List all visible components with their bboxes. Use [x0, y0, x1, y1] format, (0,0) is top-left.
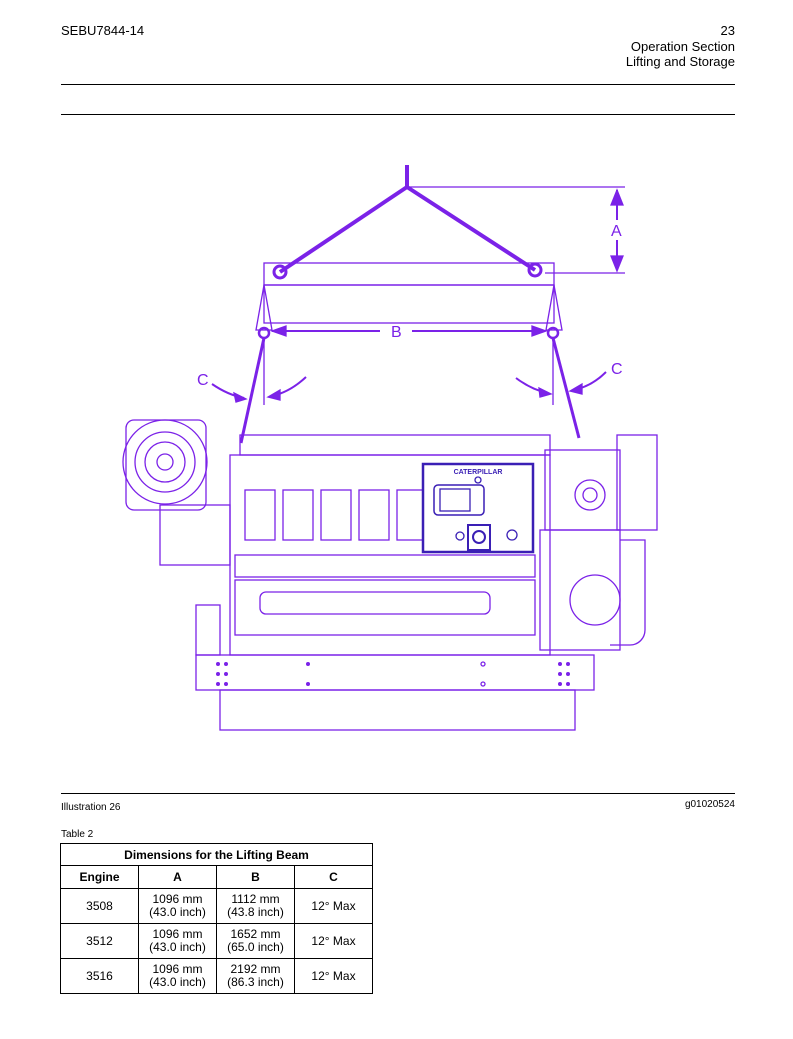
cylinder-heads [244, 489, 428, 541]
dimension-a: A [407, 186, 625, 274]
angle-c-left: C [197, 372, 307, 403]
a-mm: 1096 mm [152, 962, 203, 976]
c-cell: 12° Max [294, 958, 373, 994]
column-header: B [216, 865, 295, 889]
b-mm: 1112 mm [231, 892, 280, 906]
a-cell: 1096 mm(43.0 inch) [138, 923, 217, 959]
b-cell: 1112 mm(43.8 inch) [216, 888, 295, 924]
lifting-sling [278, 165, 537, 274]
header-rule-2 [61, 114, 735, 115]
document-id: SEBU7844-14 [61, 23, 145, 38]
lifting-illustration: A B C C [122, 165, 658, 731]
angle-c-right: C [515, 361, 623, 398]
engine-drawing [122, 419, 658, 731]
engine-cell: 3516 [60, 958, 139, 994]
table-row: 3512 1096 mm(43.0 inch) 1652 mm(65.0 inc… [60, 923, 373, 959]
table-row: 3516 1096 mm(43.0 inch) 2192 mm(86.3 inc… [60, 958, 373, 994]
label-a: A [611, 223, 622, 240]
b-inch: (86.3 inch) [227, 975, 284, 989]
label-b: B [391, 324, 402, 341]
control-panel: CATERPILLAR [421, 462, 535, 554]
c-cell: 12° Max [294, 888, 373, 924]
illustration-caption: Illustration 26 [61, 802, 121, 813]
a-cell: 1096 mm(43.0 inch) [138, 958, 217, 994]
dimension-b: B [270, 324, 548, 341]
table-row: 3508 1096 mm(43.0 inch) 1112 mm(43.8 inc… [60, 888, 373, 924]
table-label: Table 2 [61, 829, 94, 840]
caption-rule [61, 793, 735, 794]
a-mm: 1096 mm [152, 927, 203, 941]
lifting-beam [255, 262, 563, 340]
lifting-beam-table: Dimensions for the Lifting Beam Engine A… [60, 843, 373, 994]
a-mm: 1096 mm [152, 892, 203, 906]
b-mm: 1652 mm [230, 927, 281, 941]
b-cell: 2192 mm(86.3 inch) [216, 958, 295, 994]
table-title: Dimensions for the Lifting Beam [60, 843, 373, 866]
engine-cell: 3512 [60, 923, 139, 959]
b-inch: (65.0 inch) [227, 940, 284, 954]
label-c-left: C [197, 372, 209, 389]
c-cell: 12° Max [294, 923, 373, 959]
column-header: C [294, 865, 373, 889]
b-mm: 2192 mm [230, 962, 281, 976]
label-c-right: C [611, 361, 623, 378]
panel-brand: CATERPILLAR [454, 469, 503, 476]
lifting-chains [239, 337, 581, 444]
a-inch: (43.0 inch) [149, 940, 206, 954]
column-header: A [138, 865, 217, 889]
a-cell: 1096 mm(43.0 inch) [138, 888, 217, 924]
header-rule [61, 84, 735, 85]
graphic-id: g01020524 [684, 799, 735, 810]
b-inch: (43.8 inch) [227, 905, 284, 919]
page-header-right: 23 Operation Section Lifting and Storage [626, 23, 735, 70]
page-number: 23 [720, 23, 735, 38]
a-inch: (43.0 inch) [149, 975, 206, 989]
subsection-title: Lifting and Storage [625, 54, 735, 69]
column-header: Engine [60, 865, 139, 889]
a-inch: (43.0 inch) [149, 905, 206, 919]
engine-cell: 3508 [60, 888, 139, 924]
b-cell: 1652 mm(65.0 inch) [216, 923, 295, 959]
section-title: Operation Section [630, 38, 735, 54]
